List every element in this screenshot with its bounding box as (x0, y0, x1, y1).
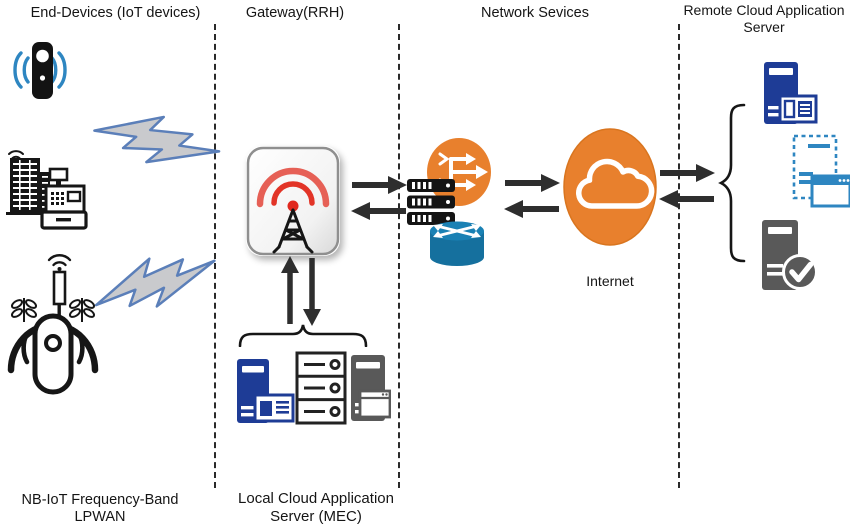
tower-lattice (272, 208, 314, 254)
signal-arc-outer (256, 167, 330, 208)
lightning-bolt-icon (85, 237, 225, 327)
app-window-icon (358, 389, 391, 419)
gray-server-icon (351, 355, 391, 421)
remote-brace (718, 103, 746, 263)
blue-server-icon (760, 60, 818, 134)
smart-agriculture-icon (2, 246, 106, 398)
internet-label: Internet (586, 273, 634, 289)
nb-iot-label: NB-IoT Frequency-Band LPWAN (21, 492, 179, 526)
router-icon (425, 215, 489, 271)
wifi-icon (8, 150, 24, 159)
server-check-icon (758, 218, 818, 298)
iot-sensor-icon (8, 40, 72, 102)
server-rack-icon (295, 351, 347, 425)
dashed-separator-2 (398, 24, 400, 488)
cash-register-icon (40, 167, 88, 230)
wifi-icon (47, 254, 72, 267)
app-window-icon (810, 174, 850, 208)
lightning-bolt-icon (87, 97, 227, 183)
signal-waves-icon (13, 51, 67, 89)
bidirectional-arrows-icon (659, 160, 715, 212)
section-title-remote-cloud: Remote Cloud Application Server (683, 2, 845, 35)
plant-icon (10, 298, 38, 322)
bidirectional-arrows-icon (351, 172, 407, 224)
radio-tower-icon (246, 146, 340, 256)
mec-server-group (233, 351, 391, 429)
cloud-icon (562, 127, 658, 247)
checkmark-icon (789, 261, 814, 283)
local-cloud-label: Local Cloud Application Server (MEC) (238, 490, 394, 525)
smart-building-icon (4, 142, 92, 240)
section-title-network-services: Network Sevices (481, 5, 589, 21)
signal-arc-inner (271, 181, 315, 206)
dashed-separator-1 (214, 24, 216, 488)
virtual-machine-icon (792, 134, 850, 212)
dashed-separator-3 (678, 24, 680, 488)
plant-icon (68, 298, 96, 322)
bidirectional-arrows-icon (504, 170, 560, 222)
section-title-end-devices: End-Devices (IoT devices) (30, 5, 201, 21)
blue-server-icon (237, 359, 295, 423)
mec-brace (237, 323, 369, 347)
bidirectional-vertical-arrows-icon (277, 256, 325, 326)
server-stack-icon (407, 179, 457, 225)
section-title-gateway: Gateway(RRH) (245, 5, 345, 21)
